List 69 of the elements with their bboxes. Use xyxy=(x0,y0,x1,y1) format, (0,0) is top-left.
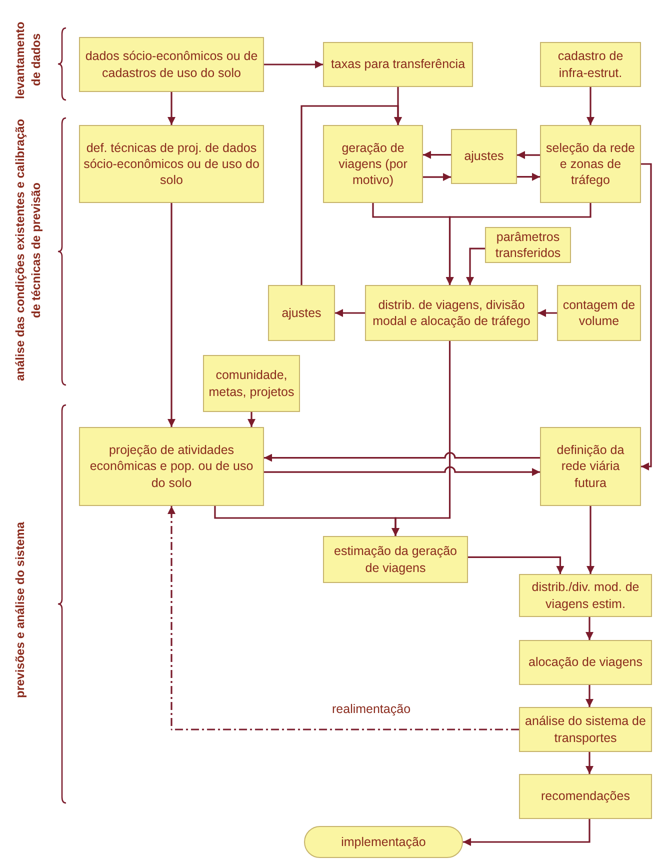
box-label: definição da rede viária futura xyxy=(556,442,626,491)
arrow xyxy=(423,150,451,159)
arrow xyxy=(446,203,592,285)
box-label: parâmetros transferidos xyxy=(494,228,562,262)
box-label: recomendações xyxy=(541,788,630,805)
edge-label: realimentação xyxy=(330,702,413,716)
terminal-box xyxy=(304,826,463,858)
process-box xyxy=(323,536,468,583)
box-label: alocação de viagens xyxy=(528,654,642,671)
box-label: distrib./div. mod. de viagens estim. xyxy=(530,579,640,612)
arrow xyxy=(300,105,402,285)
arrow xyxy=(463,819,590,846)
box-label: projeção de atividades econômicas e pop. ou de uso do solo xyxy=(88,442,254,491)
arrow xyxy=(586,506,594,574)
process-box xyxy=(268,285,335,341)
box-label: contagem de volume xyxy=(562,296,636,330)
arrow xyxy=(264,452,540,462)
box-label: análise do sistema de transportes xyxy=(524,713,647,746)
arrow xyxy=(466,248,485,285)
process-box xyxy=(540,42,641,87)
arrow xyxy=(168,92,176,125)
box-label: distrib. de viagens, divisão modal e alocação de tráfego xyxy=(372,296,532,330)
process-box xyxy=(540,125,641,203)
box-label: estimação da geração de viagens xyxy=(333,543,458,576)
box-label: geração de viagens (por motivo) xyxy=(338,140,408,188)
process-box xyxy=(519,574,652,617)
arrow xyxy=(335,309,365,317)
box-label: ajustes xyxy=(282,304,322,322)
process-box xyxy=(365,285,538,341)
process-box xyxy=(557,285,641,341)
arrow xyxy=(538,309,557,317)
arrow xyxy=(468,556,564,574)
box-label: taxas para transferência xyxy=(330,56,466,73)
arrow xyxy=(168,203,176,427)
box-label: comunidade, metas, projetos xyxy=(208,367,296,400)
process-box xyxy=(519,640,652,685)
arrow xyxy=(586,752,594,774)
phase-label: previsões e análise do sistema xyxy=(12,520,28,700)
process-box xyxy=(451,129,517,184)
process-box xyxy=(79,125,264,203)
phase-label: análise das condições existentes e calibração de técnicas de previsão xyxy=(12,118,44,384)
arrow xyxy=(168,506,519,730)
arrow xyxy=(517,151,540,160)
box-label: seleção da rede e zonas de tráfego xyxy=(545,140,636,188)
process-box xyxy=(323,125,423,203)
box-label: implementação xyxy=(341,834,426,850)
process-box xyxy=(519,707,652,752)
arrow xyxy=(264,466,540,476)
phase-label: levantamento de dados xyxy=(12,20,44,100)
box-label: dados sócio-econômicos ou de cadastros de uso do solo xyxy=(84,48,259,81)
arrow xyxy=(586,87,594,125)
arrow xyxy=(641,163,652,470)
arrow xyxy=(392,341,451,536)
process-box xyxy=(323,42,473,87)
process-box xyxy=(79,427,264,506)
arrow xyxy=(517,172,540,181)
arrow xyxy=(264,60,323,68)
process-box xyxy=(203,355,300,412)
arrow xyxy=(248,412,256,427)
box-label: ajustes xyxy=(464,148,504,165)
box-label: def. técnicas de proj. de dados sócio-econômicos ou de uso do solo xyxy=(83,140,260,188)
arrow xyxy=(586,685,594,707)
arrow xyxy=(586,617,594,640)
arrow xyxy=(423,173,451,182)
process-box xyxy=(519,774,652,819)
process-box xyxy=(540,427,641,506)
process-box xyxy=(79,37,264,92)
box-label: cadastro de infra-estrut. xyxy=(556,48,624,81)
process-box xyxy=(485,227,571,263)
